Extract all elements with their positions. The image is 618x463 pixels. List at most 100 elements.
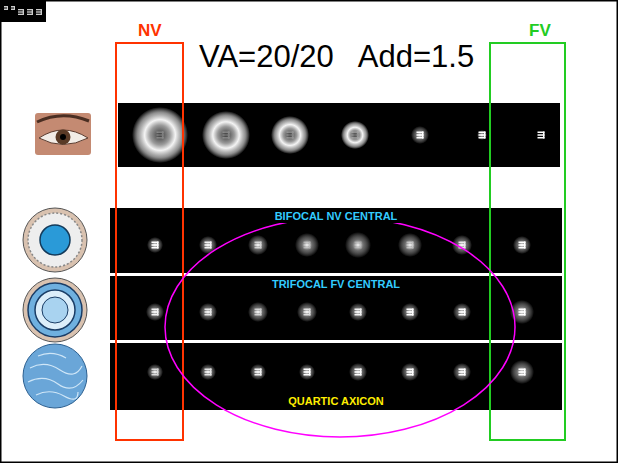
e-stroke (27, 14, 33, 15)
blur-halo (349, 303, 367, 321)
blur-halo (132, 107, 188, 163)
blur-halo (200, 364, 216, 380)
letter-e-symbol (223, 132, 230, 139)
e-stroke (255, 244, 262, 246)
near-vision-frame (116, 43, 183, 440)
letter-e-symbol (538, 132, 545, 139)
skin (35, 113, 91, 155)
e-stroke (304, 374, 311, 376)
e-stroke (152, 247, 159, 249)
e-stroke (287, 137, 294, 139)
label-box: FV (529, 21, 551, 40)
e-stroke (459, 242, 466, 244)
letter-e-symbol (355, 242, 362, 249)
e-stroke (18, 11, 24, 12)
e-stroke (27, 9, 33, 10)
e-stroke (223, 132, 230, 134)
blur-halo (295, 233, 319, 257)
e-stroke (152, 371, 159, 373)
e-stroke (519, 247, 526, 249)
lens-rim (23, 208, 87, 272)
e-stroke (304, 247, 311, 249)
e-stroke (479, 134, 486, 136)
letter-e-symbol (287, 132, 294, 139)
letter-e-symbol (152, 369, 159, 376)
letter-e-symbol (27, 9, 33, 15)
blur-halo (453, 363, 471, 381)
near-vision-label: NV (138, 21, 162, 40)
axicon-lens-icon (23, 344, 87, 408)
e-stroke (205, 242, 212, 244)
letter-e-symbol (255, 309, 262, 316)
e-stroke (355, 369, 362, 371)
letter-e-symbol (352, 132, 359, 139)
blur-halo (199, 236, 217, 254)
e-stroke (4, 9, 8, 10)
e-stroke (223, 137, 230, 139)
letter-e-symbol (519, 309, 526, 316)
band-label: QUARTIC AXICON (285, 395, 387, 408)
letter-e-symbol (459, 309, 466, 316)
e-stroke (152, 242, 159, 244)
lens-outer-zone (28, 283, 82, 337)
e-stroke (255, 242, 262, 244)
e-stroke (255, 374, 262, 376)
blur-halo (250, 364, 266, 380)
e-stroke (355, 244, 362, 246)
lens-near-zone (40, 225, 70, 255)
e-stroke (407, 311, 414, 313)
iris (56, 130, 71, 145)
blur-halo (199, 303, 217, 321)
e-stroke (352, 134, 359, 136)
e-stroke (479, 137, 486, 139)
blur-halo (248, 302, 268, 322)
e-stroke (255, 309, 262, 311)
e-stroke (407, 242, 414, 244)
e-stroke (355, 247, 362, 249)
label-box: NV (138, 21, 162, 40)
e-stroke (407, 247, 414, 249)
eye-white (39, 130, 88, 145)
e-stroke (152, 309, 159, 311)
e-stroke (157, 134, 164, 136)
e-stroke (355, 374, 362, 376)
e-stroke (355, 242, 362, 244)
blur-halo (297, 302, 317, 322)
e-stroke (407, 374, 414, 376)
e-stroke (352, 132, 359, 134)
letter-e-symbol (304, 369, 311, 376)
e-stroke (304, 309, 311, 311)
e-stroke (205, 369, 212, 371)
letter-e-symbol (255, 369, 262, 376)
letter-e-symbol (479, 132, 486, 139)
letter-e-symbol (157, 132, 164, 139)
e-stroke (255, 311, 262, 313)
letter-e-symbol (407, 369, 414, 376)
pupil (60, 134, 66, 140)
e-stroke (18, 9, 24, 10)
letter-e-symbol (417, 132, 424, 139)
blur-halo (248, 235, 268, 255)
e-stroke (304, 314, 311, 316)
e-stroke (519, 309, 526, 311)
blur-halo (510, 360, 534, 384)
e-stroke (538, 134, 545, 136)
e-stroke (459, 247, 466, 249)
e-stroke (11, 9, 15, 10)
e-stroke (407, 314, 414, 316)
e-stroke (355, 314, 362, 316)
blur-halo (401, 303, 419, 321)
e-stroke (223, 134, 230, 136)
letter-e-symbol (519, 369, 526, 376)
letter-e-symbol (519, 242, 526, 249)
e-stroke (255, 314, 262, 316)
e-stroke (355, 371, 362, 373)
e-stroke (355, 311, 362, 313)
blur-halo (271, 116, 309, 154)
e-stroke (304, 371, 311, 373)
logo-box (0, 0, 46, 22)
e-stroke (407, 371, 414, 373)
blur-halo (341, 121, 369, 149)
e-stroke (287, 134, 294, 136)
